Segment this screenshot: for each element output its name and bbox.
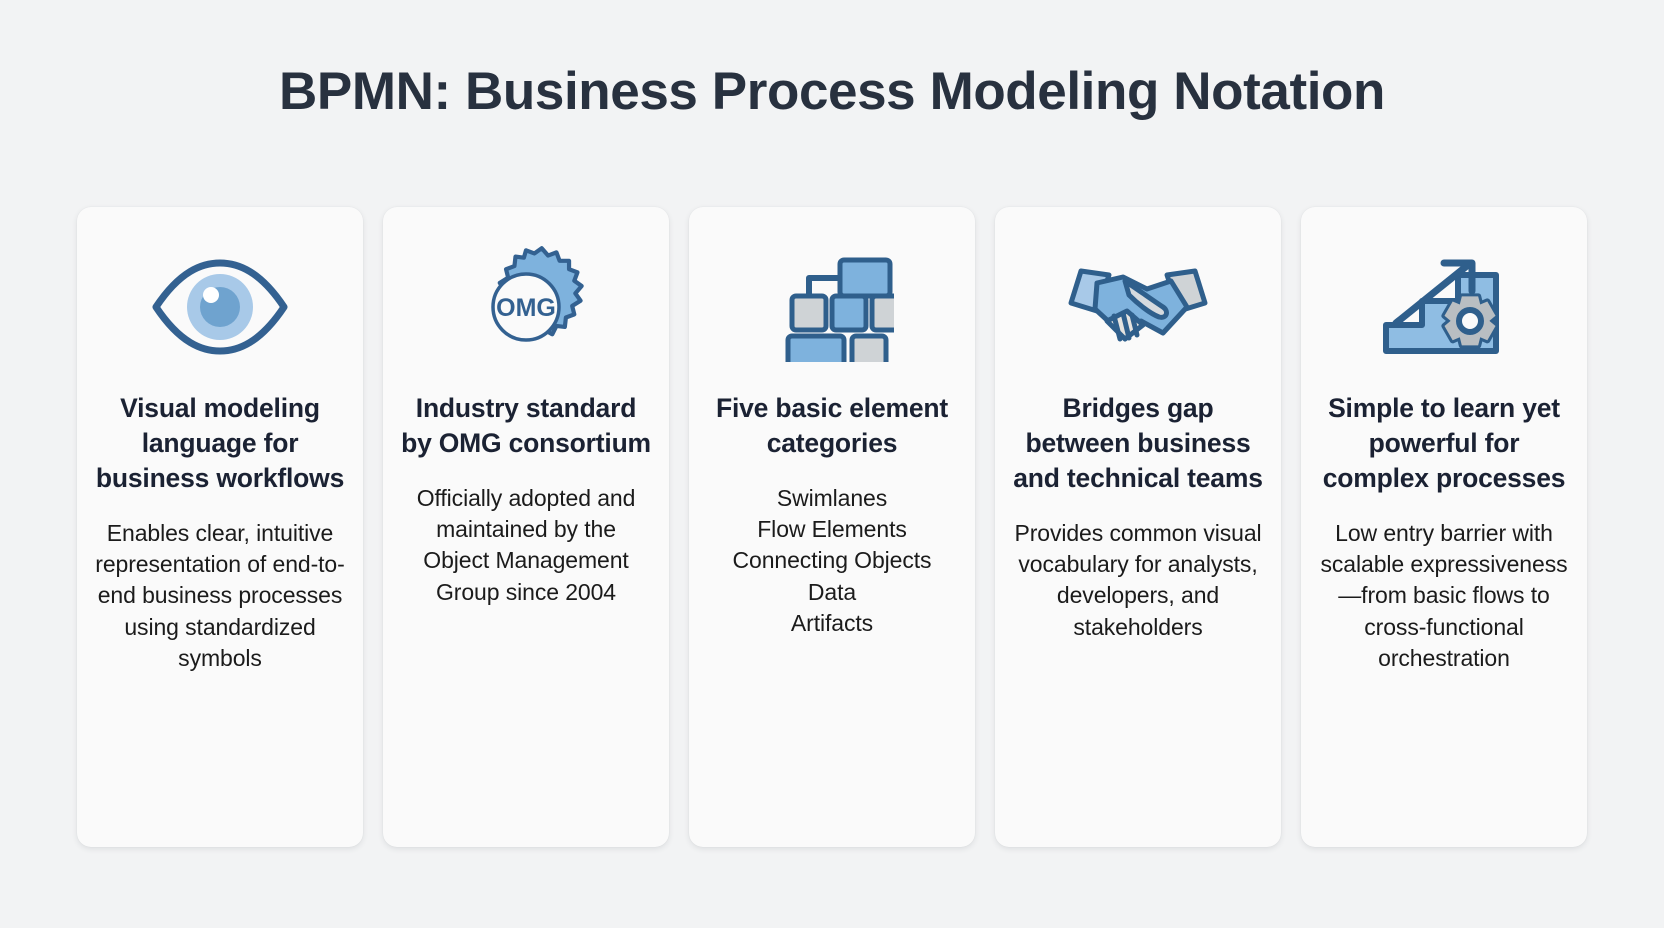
card-heading: Five basic element categories — [715, 393, 949, 458]
card-five-categories[interactable]: Five basic element categories Swimlanes … — [689, 207, 975, 847]
growth-stairs-gear-icon — [1319, 241, 1569, 373]
card-simple-to-learn[interactable]: Simple to learn yet powerful for complex… — [1301, 207, 1587, 847]
card-heading: Simple to learn yet powerful for complex… — [1322, 393, 1566, 493]
card-body: Enables clear, intuitive representation … — [95, 519, 345, 671]
omg-badge-icon: OMG — [401, 241, 651, 373]
cards-row: Visual modeling language for business wo… — [77, 207, 1587, 847]
card-heading: Visual modeling language for business wo… — [95, 393, 345, 493]
card-bridges-gap[interactable]: Bridges gap between business and technic… — [995, 207, 1281, 847]
omg-badge-label: OMG — [496, 294, 556, 322]
card-body: Officially adopted and maintained by the… — [416, 484, 636, 605]
card-heading: Industry standard by OMG consortium — [401, 393, 651, 458]
card-body: Swimlanes Flow Elements Connecting Objec… — [732, 484, 932, 636]
eye-icon — [95, 241, 345, 373]
card-industry-standard[interactable]: OMG Industry standard by OMG consortium … — [383, 207, 669, 847]
diagram-blocks-icon — [707, 241, 957, 373]
card-body: Provides common visual vocabulary for an… — [1014, 519, 1262, 640]
handshake-icon — [1013, 241, 1263, 373]
card-body: Low entry barrier with scalable expressi… — [1320, 519, 1568, 671]
card-heading: Bridges gap between business and technic… — [1013, 393, 1263, 493]
page-title: BPMN: Business Process Modeling Notation — [279, 62, 1385, 121]
card-visual-modeling[interactable]: Visual modeling language for business wo… — [77, 207, 363, 847]
